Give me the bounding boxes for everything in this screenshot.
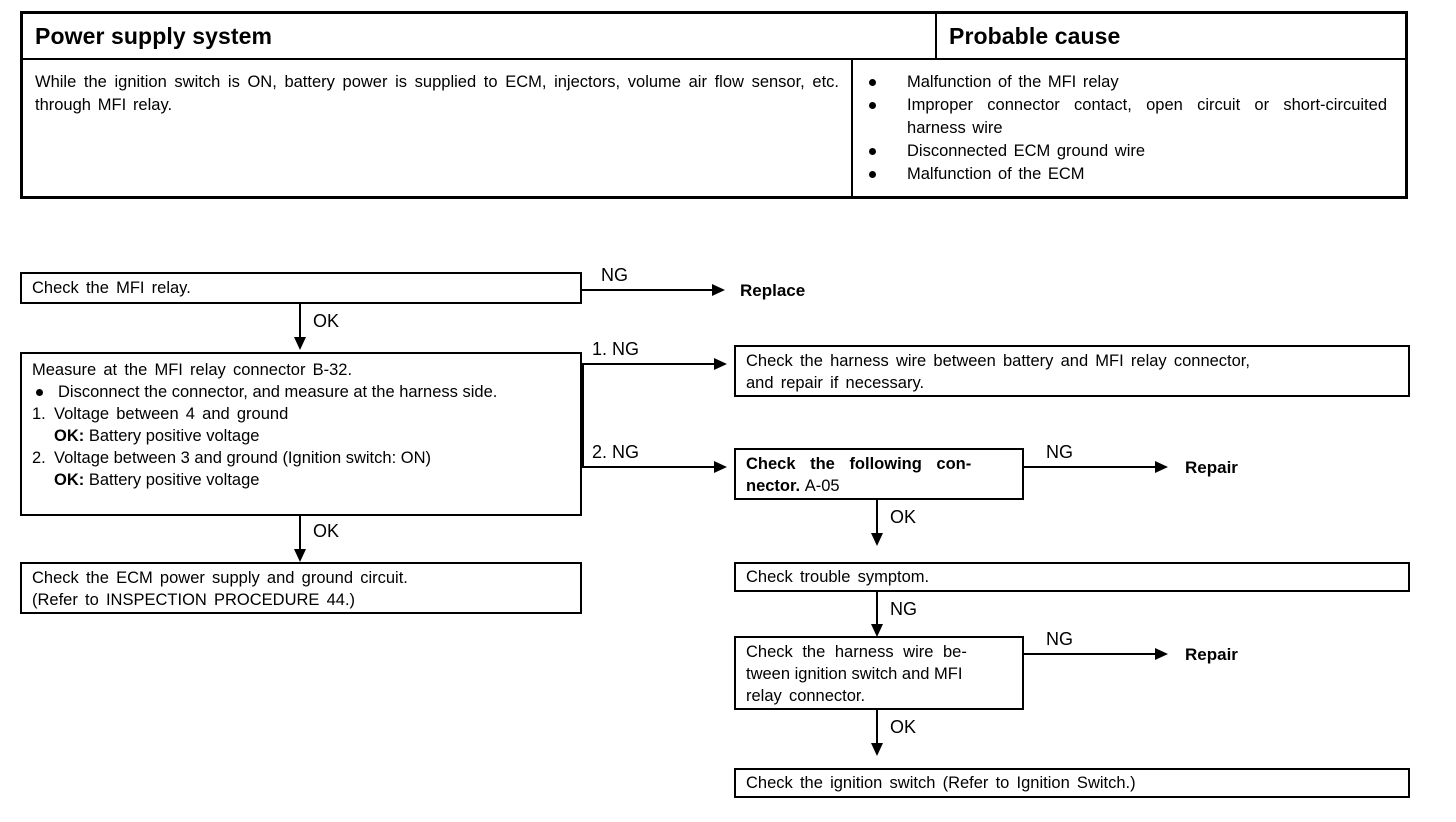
flow-node-check-ecm-power: Check the ECM power supply and ground ci… [20,562,582,614]
edge-label-ng-1: 1. NG [592,339,640,359]
measure-step-2: 2. Voltage between 3 and ground (Ignitio… [32,447,572,469]
system-title: Power supply system [35,22,273,49]
connector-following-connector-ng [1024,466,1158,468]
edge-label-ng-2: 2. NG [592,442,640,462]
cause-text: Malfunction of the MFI relay [907,73,1119,91]
edge-label-ok: OK [313,521,340,541]
connector-measure-ng2 [582,466,716,468]
system-description-text: While the ignition switch is ON, battery… [35,73,840,114]
connector-harness-ignition-ng [1024,653,1158,655]
node-text-line-2: and repair if necessary. [746,374,925,392]
node-text-line-1: Check the harness wire be- [746,643,967,661]
ok-value: Battery positive voltage [88,427,260,445]
measure-step-1: 1. Voltage between 4 and ground [32,403,572,425]
connector-mfi-relay-ng [582,289,716,291]
ok-label: OK: [54,471,85,489]
measure-step-1-ok: OK: Battery positive voltage [32,425,572,447]
bullet-icon [869,148,877,155]
node-text-line-3: relay connector. [746,687,866,705]
header-cell-cause: Probable cause [935,14,1405,58]
flow-node-check-harness-ignition: Check the harness wire be- tween ignitio… [734,636,1024,710]
edge-label-ng: NG [1046,629,1073,649]
connector-following-connector-ok [876,500,878,542]
arrowhead-right-icon [714,358,727,370]
node-text-line-2: (Refer to INSPECTION PROCEDURE 44.) [32,591,356,609]
measure-bullet: Disconnect the connector, and measure at… [32,381,572,403]
flow-terminal-repair-1: Repair [1185,458,1238,477]
list-item: Disconnected ECM ground wire [867,140,1391,163]
table-body-row: While the ignition switch is ON, battery… [23,60,1405,196]
node-text: Check trouble symptom. [746,568,930,586]
node-text-line-1: Check the harness wire between battery a… [746,352,1250,370]
connector-harness-ignition-ok [876,710,878,752]
bullet-icon [869,102,877,109]
flow-node-check-harness-battery: Check the harness wire between battery a… [734,345,1410,397]
measure-step-2-ok: OK: Battery positive voltage [32,469,572,491]
edge-label-ok: OK [890,507,917,527]
system-description-table: Power supply system Probable cause While… [20,11,1408,199]
edge-label-ng: NG [890,599,917,619]
flow-node-measure-connector: Measure at the MFI relay connector B-32.… [20,352,582,516]
arrowhead-down-icon [294,337,306,350]
arrowhead-down-icon [871,533,883,546]
step-number: 1. [32,405,46,423]
edge-label-ok: OK [890,717,917,737]
measure-title: Measure at the MFI relay connector B-32. [32,361,353,379]
flow-node-check-ignition-switch: Check the ignition switch (Refer to Igni… [734,768,1410,798]
list-item: Malfunction of the ECM [867,163,1391,186]
arrowhead-down-icon [871,743,883,756]
bullet-icon [869,171,877,178]
header-cell-system: Power supply system [23,14,935,58]
connector-label: nector. [746,477,801,495]
edge-label-ok: OK [313,311,340,331]
node-text-line-2: nector. A-05 [746,475,1014,497]
list-item: Malfunction of the MFI relay [867,71,1391,94]
arrowhead-right-icon [714,461,727,473]
flow-node-check-mfi-relay: Check the MFI relay. [20,272,582,304]
edge-label-ng: NG [1046,442,1073,462]
node-text: Check the MFI relay. [32,279,191,297]
cause-title: Probable cause [949,22,1121,49]
flow-terminal-repair-2: Repair [1185,645,1238,664]
cause-text: Malfunction of the ECM [907,165,1085,183]
bullet-icon [869,79,877,86]
table-header-row: Power supply system Probable cause [23,14,1405,60]
node-text-line-1: Check the following con- [746,455,972,473]
ok-label: OK: [54,427,85,445]
arrowhead-down-icon [871,624,883,637]
node-text-line-1: Check the ECM power supply and ground ci… [32,569,408,587]
connector-measure-ok [299,516,301,558]
step-text: Voltage between 4 and ground [54,405,289,423]
step-text: Voltage between 3 and ground (Ignition s… [54,449,431,467]
probable-cause-list: Malfunction of the MFI relay Improper co… [853,60,1405,186]
connector-code: A-05 [804,477,840,495]
flow-terminal-replace: Replace [740,281,806,300]
cause-text: Disconnected ECM ground wire [907,142,1146,160]
connector-measure-ng1 [582,363,716,365]
arrowhead-right-icon [712,284,725,296]
arrowhead-right-icon [1155,648,1168,660]
bullet-icon [36,389,43,396]
flow-node-check-following-connector: Check the following con- nector. A-05 [734,448,1024,500]
arrowhead-right-icon [1155,461,1168,473]
connector-measure-branch-spine [582,363,584,467]
cause-text: Improper connector contact, open circuit… [907,96,1387,137]
body-cell-causes: Malfunction of the MFI relay Improper co… [851,60,1405,196]
body-cell-description: While the ignition switch is ON, battery… [23,60,851,196]
flow-node-check-trouble-symptom: Check trouble symptom. [734,562,1410,592]
connector-mfi-relay-ok [299,304,301,346]
connector-trouble-symptom-ng [876,592,878,632]
measure-bullet-text: Disconnect the connector, and measure at… [58,383,498,401]
node-text-line-2: tween ignition switch and MFI [746,665,963,683]
ok-value: Battery positive voltage [88,471,260,489]
edge-label-ng: NG [601,265,628,285]
node-text: Check the ignition switch (Refer to Igni… [746,774,1136,792]
arrowhead-down-icon [294,549,306,562]
list-item: Improper connector contact, open circuit… [867,94,1391,140]
step-number: 2. [32,449,46,467]
